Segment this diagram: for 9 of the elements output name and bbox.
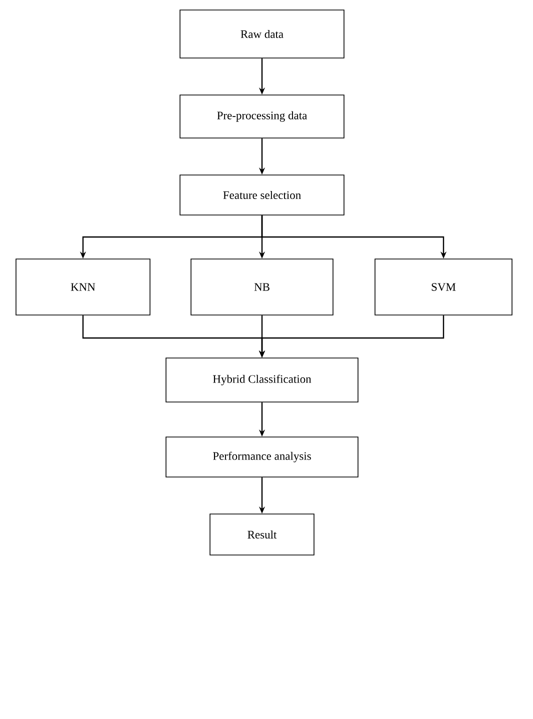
process-box: KNN [16,258,150,316]
process-box: Pre-processing data [180,94,344,138]
process-box: Hybrid Classification [166,358,358,402]
process-box: Feature selection [180,174,344,216]
process-box: Performance analysis [166,436,358,478]
process-box: SVM [374,258,512,316]
process-box: Raw data [180,10,344,58]
process-box: Result [210,514,314,556]
process-box: NB [190,258,334,316]
